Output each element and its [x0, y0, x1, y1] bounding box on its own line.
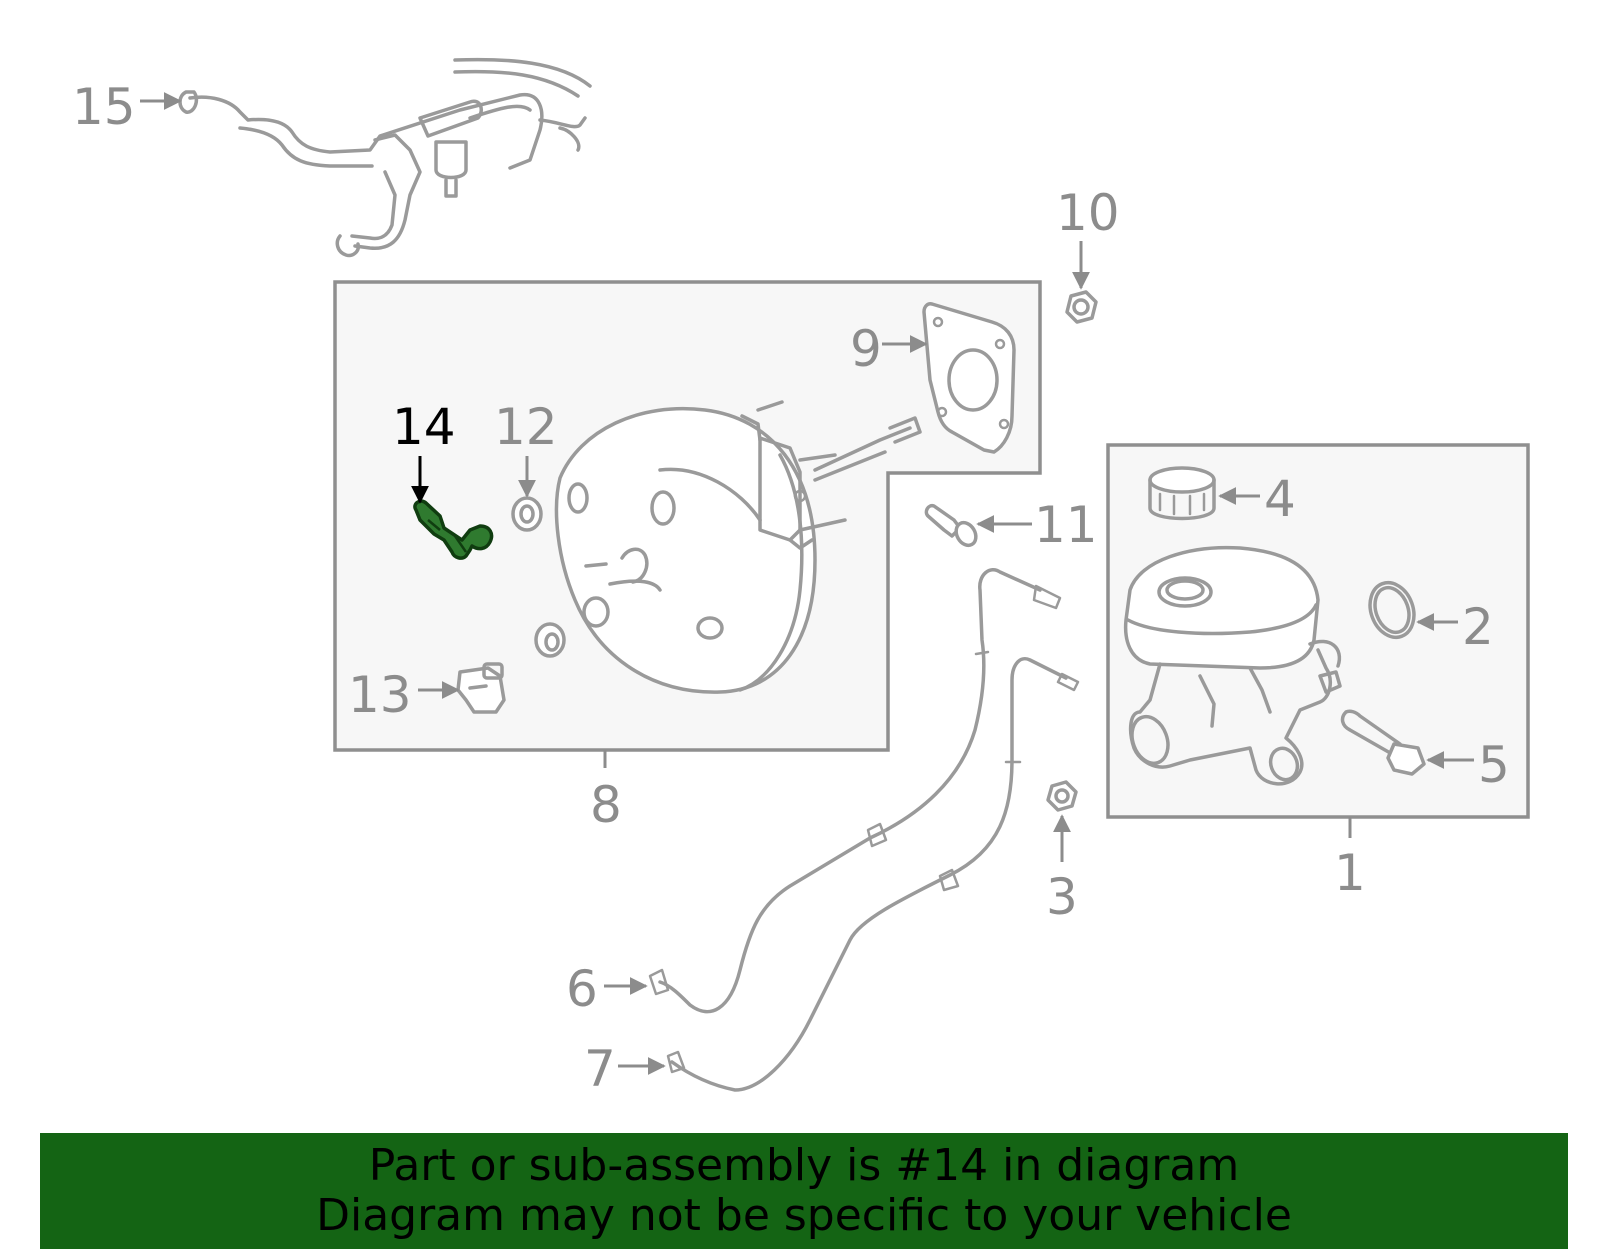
- banner-line-disclaimer: Diagram may not be specific to your vehi…: [316, 1190, 1292, 1241]
- part-6-brake-line[interactable]: [648, 568, 1062, 1014]
- part-15-vacuum-hose[interactable]: [178, 57, 592, 258]
- callout-2: 2: [1462, 598, 1494, 656]
- callout-9: 9: [850, 320, 882, 378]
- part-13-sensor[interactable]: [456, 662, 506, 714]
- part-7-brake-line[interactable]: [666, 657, 1080, 1092]
- banner-line-part: Part or sub-assembly is #14 in diagram: [368, 1140, 1240, 1191]
- part-11-bolt[interactable]: [924, 503, 979, 549]
- leader-lines: [140, 92, 1474, 1075]
- part-8-brake-booster[interactable]: [554, 400, 922, 694]
- part-9-gasket[interactable]: [922, 302, 1016, 454]
- callout-6: 6: [566, 960, 598, 1018]
- callout-4: 4: [1264, 470, 1296, 528]
- callout-8: 8: [590, 776, 622, 834]
- callout-3: 3: [1046, 868, 1078, 926]
- part-2-o-ring[interactable]: [1363, 577, 1422, 644]
- callout-14: 14: [392, 398, 456, 456]
- part-1-master-cylinder[interactable]: [1123, 545, 1342, 786]
- callout-15: 15: [72, 78, 136, 136]
- callout-5: 5: [1478, 736, 1510, 794]
- callout-10: 10: [1056, 184, 1120, 242]
- callout-13: 13: [348, 666, 412, 724]
- part-10-nut[interactable]: [1065, 290, 1098, 324]
- part-12-grommet[interactable]: [511, 496, 543, 532]
- part-4-reservoir-cap[interactable]: [1148, 466, 1216, 521]
- callout-1: 1: [1334, 844, 1366, 902]
- callout-11: 11: [1034, 496, 1098, 554]
- part-3-nut[interactable]: [1046, 780, 1078, 812]
- part-5-sensor[interactable]: [1340, 709, 1426, 776]
- callout-7: 7: [584, 1040, 616, 1098]
- callout-12: 12: [494, 398, 558, 456]
- booster-seal: [534, 622, 566, 658]
- info-banner: Part or sub-assembly is #14 in diagram D…: [40, 1133, 1568, 1249]
